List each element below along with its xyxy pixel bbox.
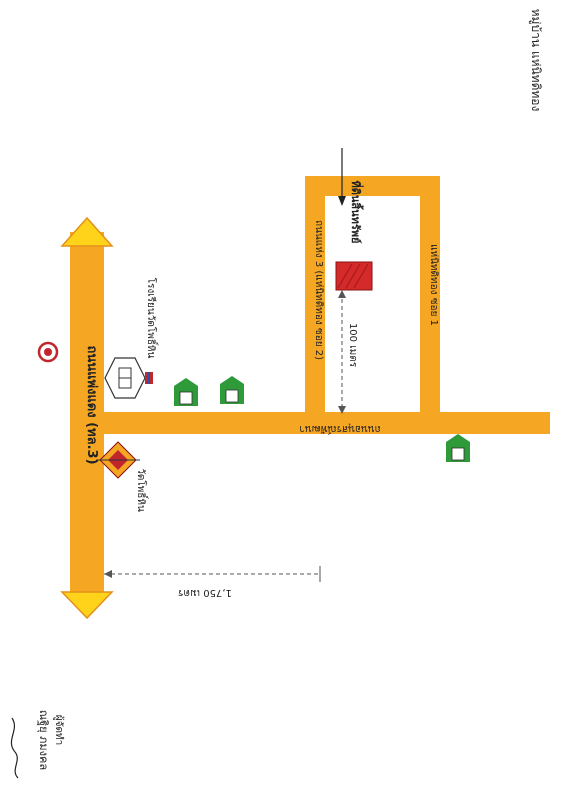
dim-1750-arrow-left — [104, 570, 112, 578]
house-icon — [220, 376, 244, 404]
dim-100-arrow-top — [338, 290, 346, 298]
main-road-label: ถนนแพ่งแดง (ทล.3) — [84, 345, 99, 464]
soi-right-label: แห่นิทดิทอง ซอย 1 — [428, 244, 439, 326]
main-road-arrow-top — [60, 216, 114, 247]
signature-scribble — [10, 717, 19, 779]
site-hatch — [337, 263, 369, 289]
signature-note: ผู้จัดทำ — [53, 715, 65, 745]
temple-icon — [96, 441, 140, 479]
gas-station-icon — [37, 341, 59, 363]
bypass-road-label: ถนนอนุสรณ์พัฒนา — [299, 423, 380, 435]
signature-name: ณฐิยุ ภมงคล — [37, 710, 50, 770]
main-road-arrow-bottom — [60, 591, 114, 620]
dim-100-label: 100 เมตร — [347, 323, 358, 368]
main-road — [70, 232, 104, 592]
site-pointer-arrow — [338, 196, 346, 206]
village-title: หมู่บ้าน แห่นิทดิทอง — [528, 9, 543, 112]
dim-1750-label: 1,750 เมตร — [178, 587, 232, 598]
bypass-road — [104, 412, 550, 434]
house-icon — [446, 434, 470, 462]
school-label: โรงเรียนวัดโพธิ์หิน — [145, 278, 159, 359]
school-icon — [104, 357, 153, 399]
temple-label: วัดโพธิ์หิน — [135, 468, 149, 512]
soi-top-road — [305, 176, 440, 196]
soi-left-label: ถนนแห่ง 3 (แห่นิทดิทอง ซอย 2) — [313, 220, 324, 360]
dim-100-arrow-bottom — [338, 406, 346, 414]
soi-right-road — [420, 176, 440, 414]
house-icon — [174, 378, 198, 406]
site-label: ที่ดินสิ้นทรัพย์ — [349, 180, 364, 243]
soi-left-road — [305, 176, 325, 414]
